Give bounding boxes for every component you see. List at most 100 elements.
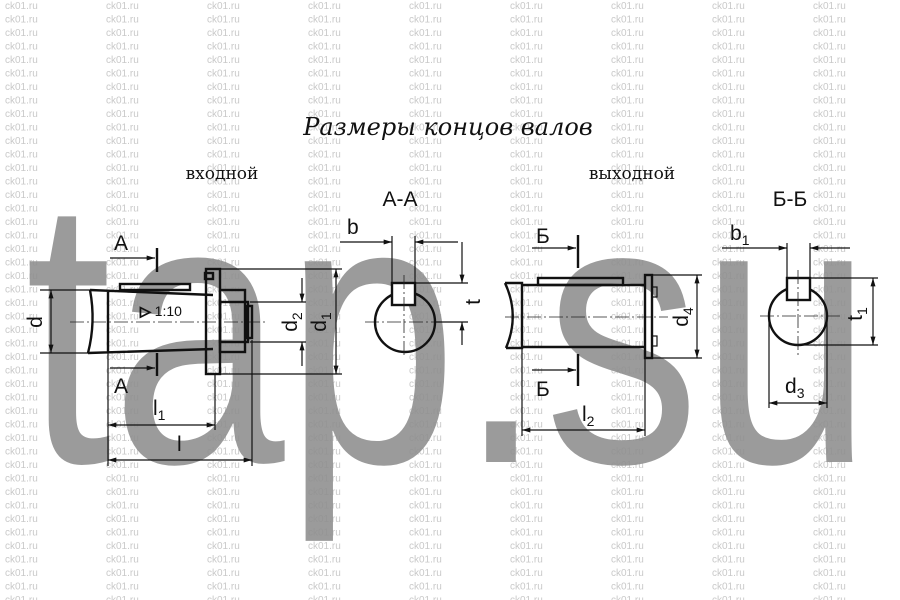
watermark-text: ck01.ru — [712, 420, 745, 431]
watermark-text: ck01.ru — [308, 136, 341, 147]
taper-label: ▷ 1:10 — [140, 303, 182, 319]
watermark-text: ck01.ru — [611, 244, 644, 255]
watermark-text: ck01.ru — [712, 258, 745, 269]
watermark-text: ck01.ru — [510, 15, 543, 26]
dim-b: b — [347, 216, 359, 239]
dim-d4-label: d4 — [670, 307, 696, 327]
watermark-text: ck01.ru — [813, 366, 846, 377]
watermark-text: ck01.ru — [510, 1, 543, 12]
tapered-shaft — [87, 288, 214, 355]
dim-d4-subscript: 4 — [680, 307, 696, 315]
watermark-text: ck01.ru — [106, 163, 139, 174]
watermark-text: ck01.ru — [207, 582, 240, 593]
watermark-text: ck01.ru — [207, 204, 240, 215]
watermark-text: ck01.ru — [409, 514, 442, 525]
watermark-text: ck01.ru — [712, 460, 745, 471]
watermark-text: ck01.ru — [712, 136, 745, 147]
watermark-text: ck01.ru — [308, 69, 341, 80]
dim-b1-subscript: 1 — [742, 232, 750, 248]
watermark-text: ck01.ru — [308, 271, 341, 282]
watermark-text: ck01.ru — [308, 190, 341, 201]
dim-d1: d1 — [308, 312, 334, 332]
watermark-text: ck01.ru — [5, 217, 38, 228]
watermark-text: ck01.ru — [510, 339, 543, 350]
watermark-text: ck01.ru — [207, 244, 240, 255]
watermark-text: ck01.ru — [510, 568, 543, 579]
watermark-text: ck01.ru — [308, 231, 341, 242]
watermark-text: ck01.ru — [712, 339, 745, 350]
watermark-text: ck01.ru — [712, 406, 745, 417]
section-b-b-title: Б-Б — [773, 188, 808, 211]
watermark-text: ck01.ru — [409, 177, 442, 188]
watermark-text: ck01.ru — [813, 420, 846, 431]
watermark-text: ck01.ru — [5, 555, 38, 566]
watermark-text: ck01.ru — [611, 82, 644, 93]
watermark-text: ck01.ru — [712, 474, 745, 485]
watermark-text: ck01.ru — [712, 366, 745, 377]
watermark-text: ck01.ru — [409, 460, 442, 471]
dim-t1-symbol: t — [844, 315, 867, 321]
watermark-text: ck01.ru — [106, 568, 139, 579]
dim-b1: b1 — [730, 222, 750, 248]
dim-t1-label: t1 — [844, 307, 870, 321]
watermark-text: ck01.ru — [611, 55, 644, 66]
watermark-text: ck01.ru — [712, 271, 745, 282]
watermark-text: ck01.ru — [308, 55, 341, 66]
watermark-text: ck01.ru — [409, 501, 442, 512]
watermark-text: ck01.ru — [207, 150, 240, 161]
watermark-text: ck01.ru — [712, 1, 745, 12]
watermark-text: ck01.ru — [510, 285, 543, 296]
input-shaft-view: ▷ 1:10 А А d d2 d1 l1 l — [24, 232, 342, 466]
taper-icon: ▷ — [140, 303, 151, 319]
watermark-text: ck01.ru — [5, 55, 38, 66]
watermark-text: ck01.ru — [5, 231, 38, 242]
watermark-text: ck01.ru — [207, 595, 240, 600]
watermark-text: ck01.ru — [207, 487, 240, 498]
watermark-text: ck01.ru — [510, 420, 543, 431]
watermark-text: ck01.ru — [813, 325, 846, 336]
watermark-text: ck01.ru — [611, 190, 644, 201]
section-mark-b-bottom: Б — [536, 378, 550, 401]
watermark-text: ck01.ru — [611, 379, 644, 390]
watermark-text: ck01.ru — [106, 190, 139, 201]
watermark-text: ck01.ru — [207, 136, 240, 147]
watermark-text: ck01.ru — [813, 109, 846, 120]
watermark-text: ck01.ru — [409, 82, 442, 93]
watermark-text: ck01.ru — [813, 487, 846, 498]
watermark-text: ck01.ru — [813, 28, 846, 39]
watermark-text: ck01.ru — [409, 69, 442, 80]
watermark-text: ck01.ru — [207, 231, 240, 242]
watermark-text: ck01.ru — [409, 555, 442, 566]
watermark-text: ck01.ru — [106, 595, 139, 600]
watermark-text: ck01.ru — [611, 339, 644, 350]
watermark-text: ck01.ru — [5, 379, 38, 390]
watermark-text: ck01.ru — [712, 217, 745, 228]
watermark-text: ck01.ru — [207, 312, 240, 323]
watermark-text: ck01.ru — [106, 177, 139, 188]
watermark-text: ck01.ru — [207, 555, 240, 566]
watermark-text: ck01.ru — [510, 96, 543, 107]
watermark-text: ck01.ru — [106, 217, 139, 228]
watermark-text: ck01.ru — [308, 285, 341, 296]
watermark-text: ck01.ru — [308, 406, 341, 417]
watermark-text: ck01.ru — [510, 460, 543, 471]
watermark-text: ck01.ru — [207, 15, 240, 26]
watermark-text: ck01.ru — [510, 231, 543, 242]
watermark-text: ck01.ru — [510, 244, 543, 255]
watermark-text: ck01.ru — [409, 528, 442, 539]
watermark-text: ck01.ru — [207, 55, 240, 66]
watermark-text: ck01.ru — [611, 163, 644, 174]
watermark-text: ck01.ru — [5, 352, 38, 363]
watermark-text: ck01.ru — [712, 231, 745, 242]
section-b-b: Б-Б b1 t1 d3 — [722, 188, 878, 408]
watermark-text: ck01.ru — [106, 42, 139, 53]
watermark-text: ck01.ru — [207, 28, 240, 39]
dim-d: d — [24, 316, 47, 328]
dim-d3-subscript: 3 — [797, 385, 805, 401]
watermark-text: ck01.ru — [611, 285, 644, 296]
watermark-text: ck01.ru — [813, 69, 846, 80]
watermark-text: ck01.ru — [611, 136, 644, 147]
watermark-text: ck01.ru — [813, 582, 846, 593]
